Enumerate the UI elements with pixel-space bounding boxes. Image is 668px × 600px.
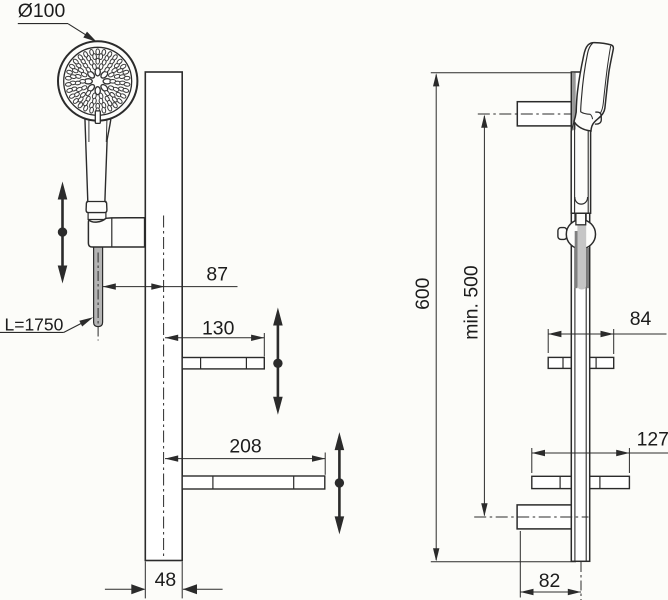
svg-text:208: 208: [229, 435, 261, 457]
svg-text:84: 84: [630, 308, 652, 330]
svg-text:82: 82: [539, 570, 561, 592]
svg-text:600: 600: [412, 277, 434, 310]
svg-text:48: 48: [155, 569, 177, 591]
svg-text:L=1750: L=1750: [5, 314, 64, 334]
svg-text:min. 500: min. 500: [460, 265, 482, 340]
svg-text:130: 130: [202, 318, 235, 340]
svg-text:127: 127: [637, 429, 668, 451]
svg-text:87: 87: [206, 263, 228, 285]
svg-text:Ø100: Ø100: [18, 0, 66, 22]
